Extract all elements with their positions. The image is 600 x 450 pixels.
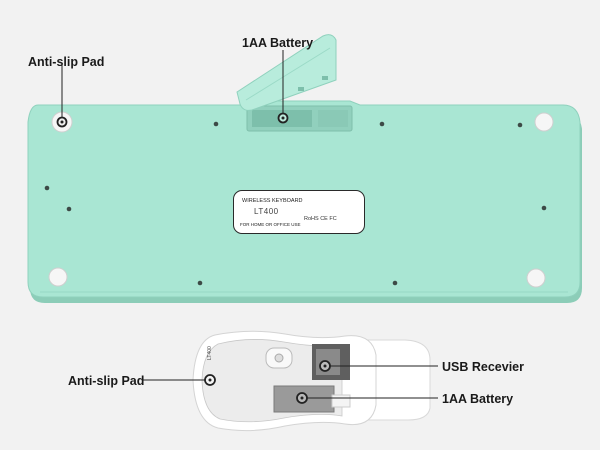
keyboard-label-title: WIRELESS KEYBOARD xyxy=(242,198,303,204)
anti-slip-pad-bottom-right xyxy=(526,268,546,288)
keyboard-label-model: LT400 xyxy=(254,207,279,216)
keyboard-bottom-view xyxy=(27,34,582,303)
keyboard-label-certifications: RoHS CE FC xyxy=(304,216,337,222)
battery-lid xyxy=(236,34,337,111)
label-mouse-battery: 1AA Battery xyxy=(442,392,514,406)
mouse-label-model: LT400 xyxy=(207,346,213,360)
label-keyboard-anti-slip-pad: Anti-slip Pad xyxy=(28,55,105,69)
anti-slip-pad-bottom-left xyxy=(48,267,68,287)
label-mouse-usb-receiver: USB Recevier xyxy=(442,360,524,374)
keyboard-label-usage: FOR HOME OR OFFICE USE xyxy=(240,222,301,227)
label-keyboard-battery: 1AA Battery xyxy=(242,36,314,50)
anti-slip-pad-top-right xyxy=(534,112,554,132)
mouse-bottom-view xyxy=(192,330,431,432)
keyboard-info-label: WIRELESS KEYBOARD LT400 FOR HOME OR OFFI… xyxy=(233,190,365,234)
label-mouse-anti-slip-pad: Anti-slip Pad xyxy=(68,374,145,388)
